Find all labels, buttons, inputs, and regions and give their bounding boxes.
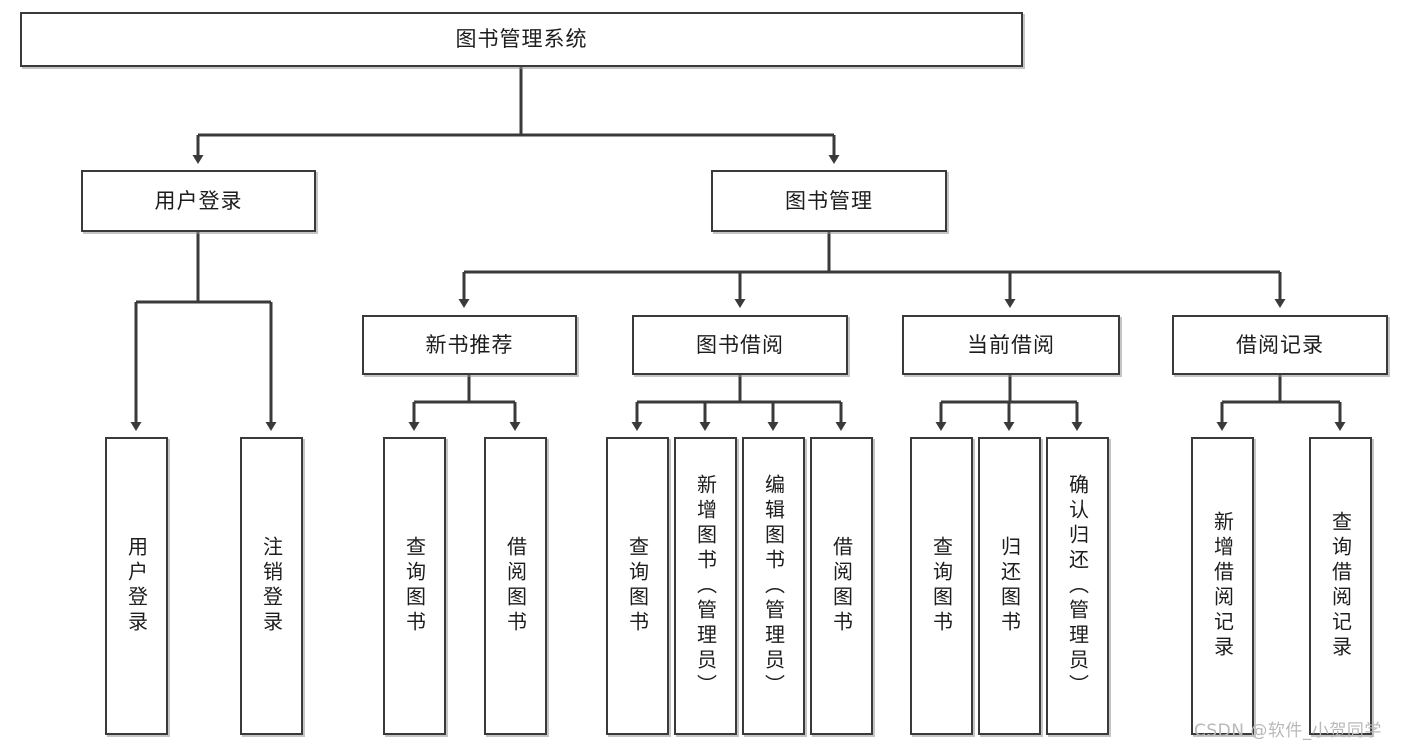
node-leaf-confirm-return[interactable]: 确认归还（管理员） xyxy=(1046,437,1109,735)
node-root[interactable]: 图书管理系统 xyxy=(20,12,1023,67)
node-leaf-query-book-2-label: 查询图书 xyxy=(625,536,650,636)
node-leaf-borrow-book-2-label: 借阅图书 xyxy=(829,536,854,636)
node-user-login[interactable]: 用户登录 xyxy=(81,170,316,232)
node-borrow-record[interactable]: 借阅记录 xyxy=(1172,315,1388,375)
node-leaf-query-book-1[interactable]: 查询图书 xyxy=(383,437,446,735)
node-book-borrow-label: 图书借阅 xyxy=(696,332,784,357)
node-leaf-query-book-3[interactable]: 查询图书 xyxy=(910,437,973,735)
node-leaf-return-book[interactable]: 归还图书 xyxy=(978,437,1041,735)
node-leaf-return-book-label: 归还图书 xyxy=(997,536,1022,636)
node-leaf-query-book-2[interactable]: 查询图书 xyxy=(606,437,669,735)
node-leaf-user-login-label: 用户登录 xyxy=(124,536,149,636)
node-leaf-query-book-1-label: 查询图书 xyxy=(402,536,427,636)
node-leaf-add-record[interactable]: 新增借阅记录 xyxy=(1191,437,1254,735)
node-leaf-add-book[interactable]: 新增图书（管理员） xyxy=(674,437,737,735)
node-leaf-user-login[interactable]: 用户登录 xyxy=(105,437,168,735)
node-leaf-borrow-book-1-label: 借阅图书 xyxy=(503,536,528,636)
node-leaf-add-record-label: 新增借阅记录 xyxy=(1210,511,1235,661)
node-leaf-query-record-label: 查询借阅记录 xyxy=(1328,511,1353,661)
node-leaf-borrow-book-1[interactable]: 借阅图书 xyxy=(484,437,547,735)
node-current-borrow[interactable]: 当前借阅 xyxy=(902,315,1120,375)
node-book-borrow[interactable]: 图书借阅 xyxy=(632,315,848,375)
node-leaf-query-book-3-label: 查询图书 xyxy=(929,536,954,636)
node-new-book-recommend-label: 新书推荐 xyxy=(425,332,514,357)
node-leaf-edit-book-label: 编辑图书（管理员） xyxy=(761,473,786,699)
node-current-borrow-label: 当前借阅 xyxy=(967,332,1055,357)
node-new-book-recommend[interactable]: 新书推荐 xyxy=(362,315,577,375)
node-borrow-record-label: 借阅记录 xyxy=(1236,332,1324,357)
csdn-watermark: CSDN @软件_小贺同学 xyxy=(1194,721,1382,741)
node-book-management-label: 图书管理 xyxy=(785,188,873,213)
node-book-management[interactable]: 图书管理 xyxy=(711,170,947,232)
node-user-login-label: 用户登录 xyxy=(154,188,243,213)
node-leaf-query-record[interactable]: 查询借阅记录 xyxy=(1309,437,1372,735)
node-leaf-logout-login-label: 注销登录 xyxy=(259,536,284,636)
node-leaf-add-book-label: 新增图书（管理员） xyxy=(693,473,718,699)
node-leaf-edit-book[interactable]: 编辑图书（管理员） xyxy=(742,437,805,735)
node-leaf-borrow-book-2[interactable]: 借阅图书 xyxy=(810,437,873,735)
node-root-label: 图书管理系统 xyxy=(455,27,588,52)
node-leaf-logout-login[interactable]: 注销登录 xyxy=(240,437,303,735)
node-leaf-confirm-return-label: 确认归还（管理员） xyxy=(1065,473,1090,699)
